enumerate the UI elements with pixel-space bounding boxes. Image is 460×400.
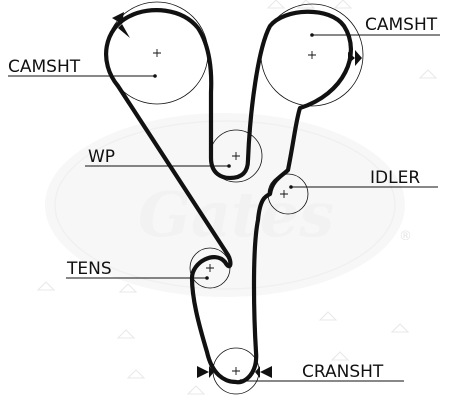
timing-mark-crank-left — [197, 366, 214, 378]
edge-mark — [186, 385, 206, 395]
edge-mark — [36, 281, 56, 291]
pulley-centers — [153, 49, 316, 375]
leader-dot — [289, 185, 293, 189]
leader-dot — [239, 379, 243, 383]
watermark-ellipse — [45, 113, 405, 297]
label-camsht-right: CAMSHT — [365, 15, 438, 35]
center-mark — [232, 367, 240, 375]
center-mark — [232, 152, 240, 160]
edge-mark — [118, 283, 138, 293]
edge-mark — [390, 323, 410, 333]
leader-lines — [8, 33, 440, 383]
edge-mark — [126, 369, 146, 379]
watermark-text: Gates — [138, 178, 334, 251]
label-wp: WP — [88, 147, 115, 167]
gates-watermark-logo: Gates ® — [45, 113, 412, 297]
timing-mark-crank-right — [255, 366, 272, 378]
leader-dot — [205, 276, 209, 280]
watermark-ellipse-inner — [54, 120, 396, 290]
center-mark — [153, 49, 161, 57]
label-tens: TENS — [66, 259, 112, 279]
edge-mark — [266, 0, 286, 9]
center-mark — [206, 264, 214, 272]
edge-mark — [330, 351, 350, 361]
leader-dot — [153, 74, 157, 78]
timing-mark-left-camshaft — [112, 12, 130, 38]
timing-belt — [104, 8, 354, 385]
edge-watermark-marks — [36, 0, 438, 395]
timing-marks — [112, 12, 362, 378]
timing-mark-right-camshaft — [348, 50, 362, 66]
registered-mark: ® — [399, 229, 412, 244]
center-mark — [308, 51, 316, 59]
leader-dot — [227, 164, 231, 168]
label-cransht: CRANSHT — [302, 362, 384, 382]
center-mark — [280, 190, 288, 198]
label-idler: IDLER — [370, 168, 420, 188]
edge-mark — [116, 329, 136, 339]
edge-mark — [318, 311, 338, 321]
label-camsht-left: CAMSHT — [8, 57, 81, 77]
edge-mark — [333, 0, 353, 9]
edge-mark — [418, 69, 438, 79]
leader-dot — [310, 33, 314, 37]
